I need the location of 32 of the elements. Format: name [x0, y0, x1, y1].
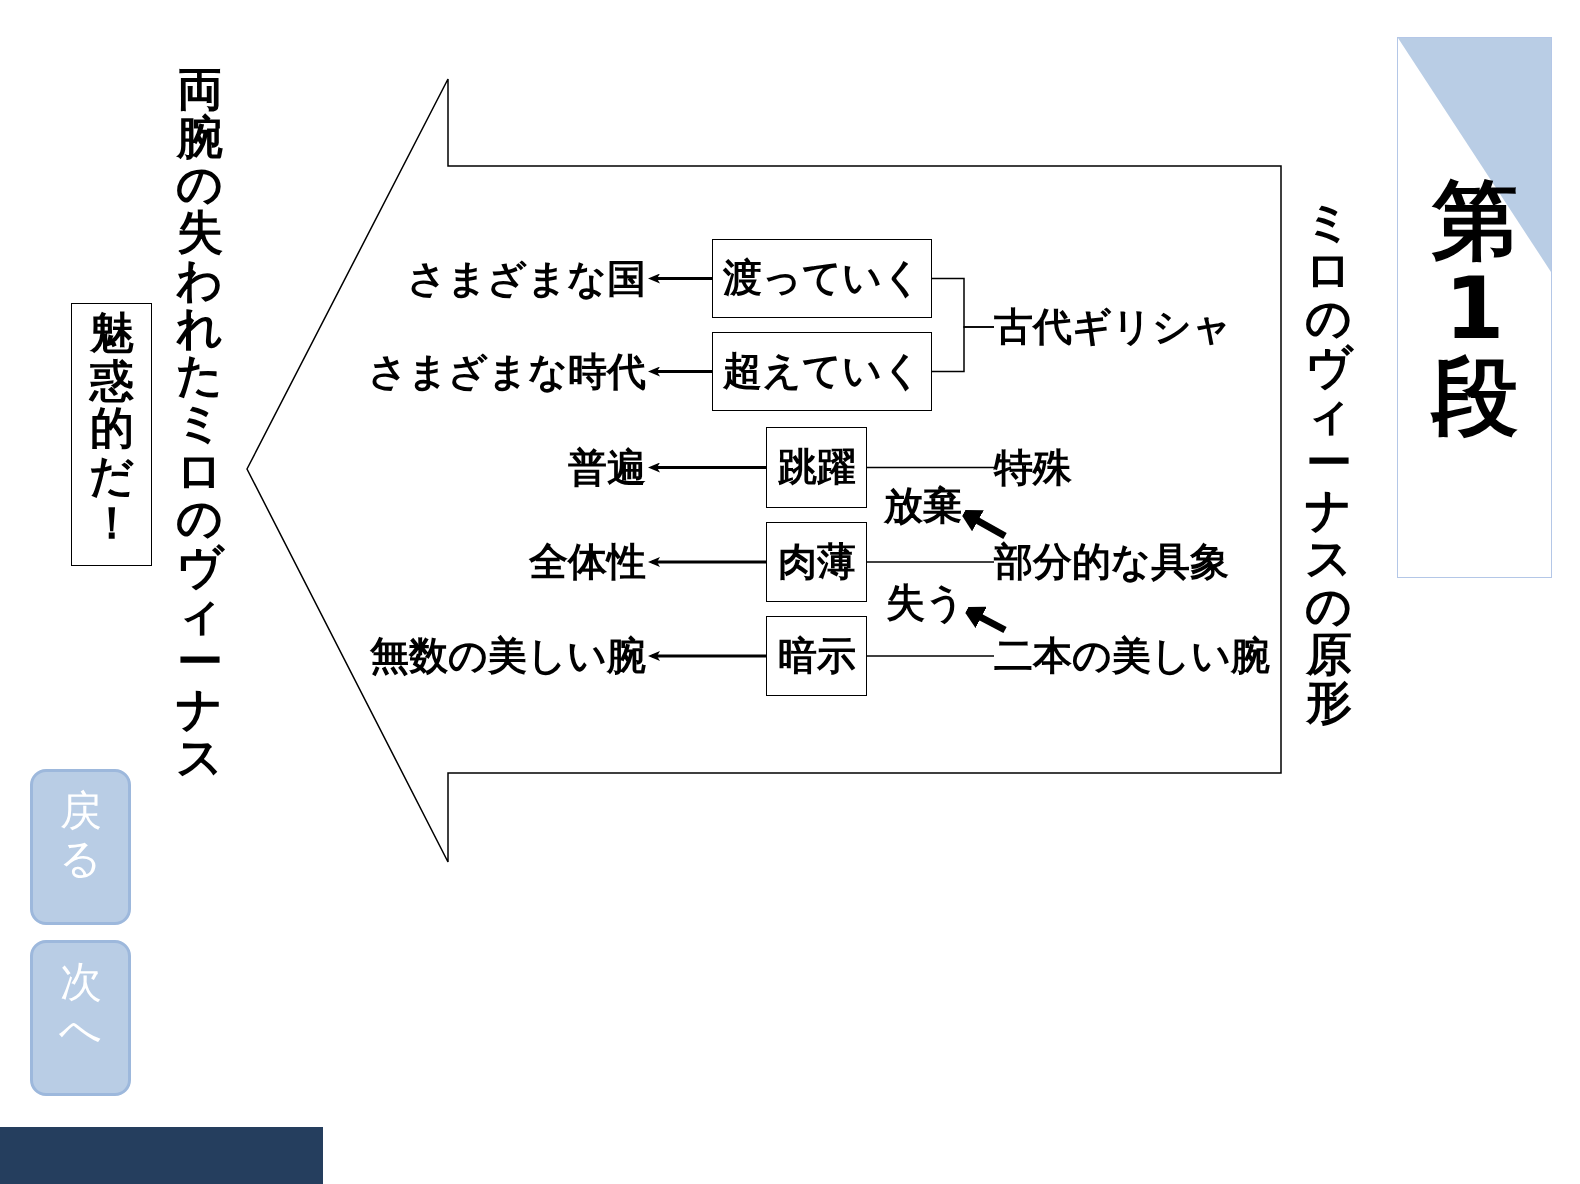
- arrow: [648, 462, 766, 473]
- vertical-title: 両腕の失われたミロのヴィーナス: [174, 66, 225, 782]
- vertical-title: ミロのヴィーナスの原形: [1303, 198, 1354, 726]
- term-label: さまざまな国: [407, 255, 646, 302]
- term-label: 普遍: [568, 444, 646, 491]
- term-label: 全体性: [529, 539, 646, 585]
- connector-line: [866, 655, 995, 657]
- arrow: [648, 366, 712, 377]
- connector-line: [866, 466, 995, 469]
- comment-box: 魅惑的だ！: [71, 303, 152, 566]
- term-box: 肉薄: [766, 522, 867, 602]
- term-label: 二本の美しい腕: [994, 633, 1270, 679]
- term-label: 放棄: [884, 483, 962, 529]
- section-tab: 第1段: [1397, 37, 1552, 578]
- term-box: 超えていく: [712, 332, 932, 411]
- arrow: [648, 651, 766, 661]
- arrow: [648, 557, 766, 567]
- term-box: 暗示: [766, 616, 867, 696]
- large-block-arrow: [247, 77, 1282, 864]
- connector-line: [866, 561, 995, 563]
- term-box: 跳躍: [766, 427, 867, 508]
- term-label: 部分的な具象: [994, 539, 1229, 585]
- arrow: [648, 273, 712, 284]
- term-label: さまざまな時代: [368, 348, 646, 395]
- term-label: 古代ギリシャ: [994, 304, 1232, 350]
- term-label: 特殊: [994, 444, 1072, 491]
- term-label: 無数の美しい腕: [370, 633, 646, 679]
- back-button: 戻る: [30, 769, 131, 925]
- term-box: 渡っていく: [712, 239, 932, 318]
- next-button: 次へ: [30, 940, 131, 1096]
- term-label: 失う: [886, 580, 965, 626]
- bracket-connector: [931, 326, 995, 373]
